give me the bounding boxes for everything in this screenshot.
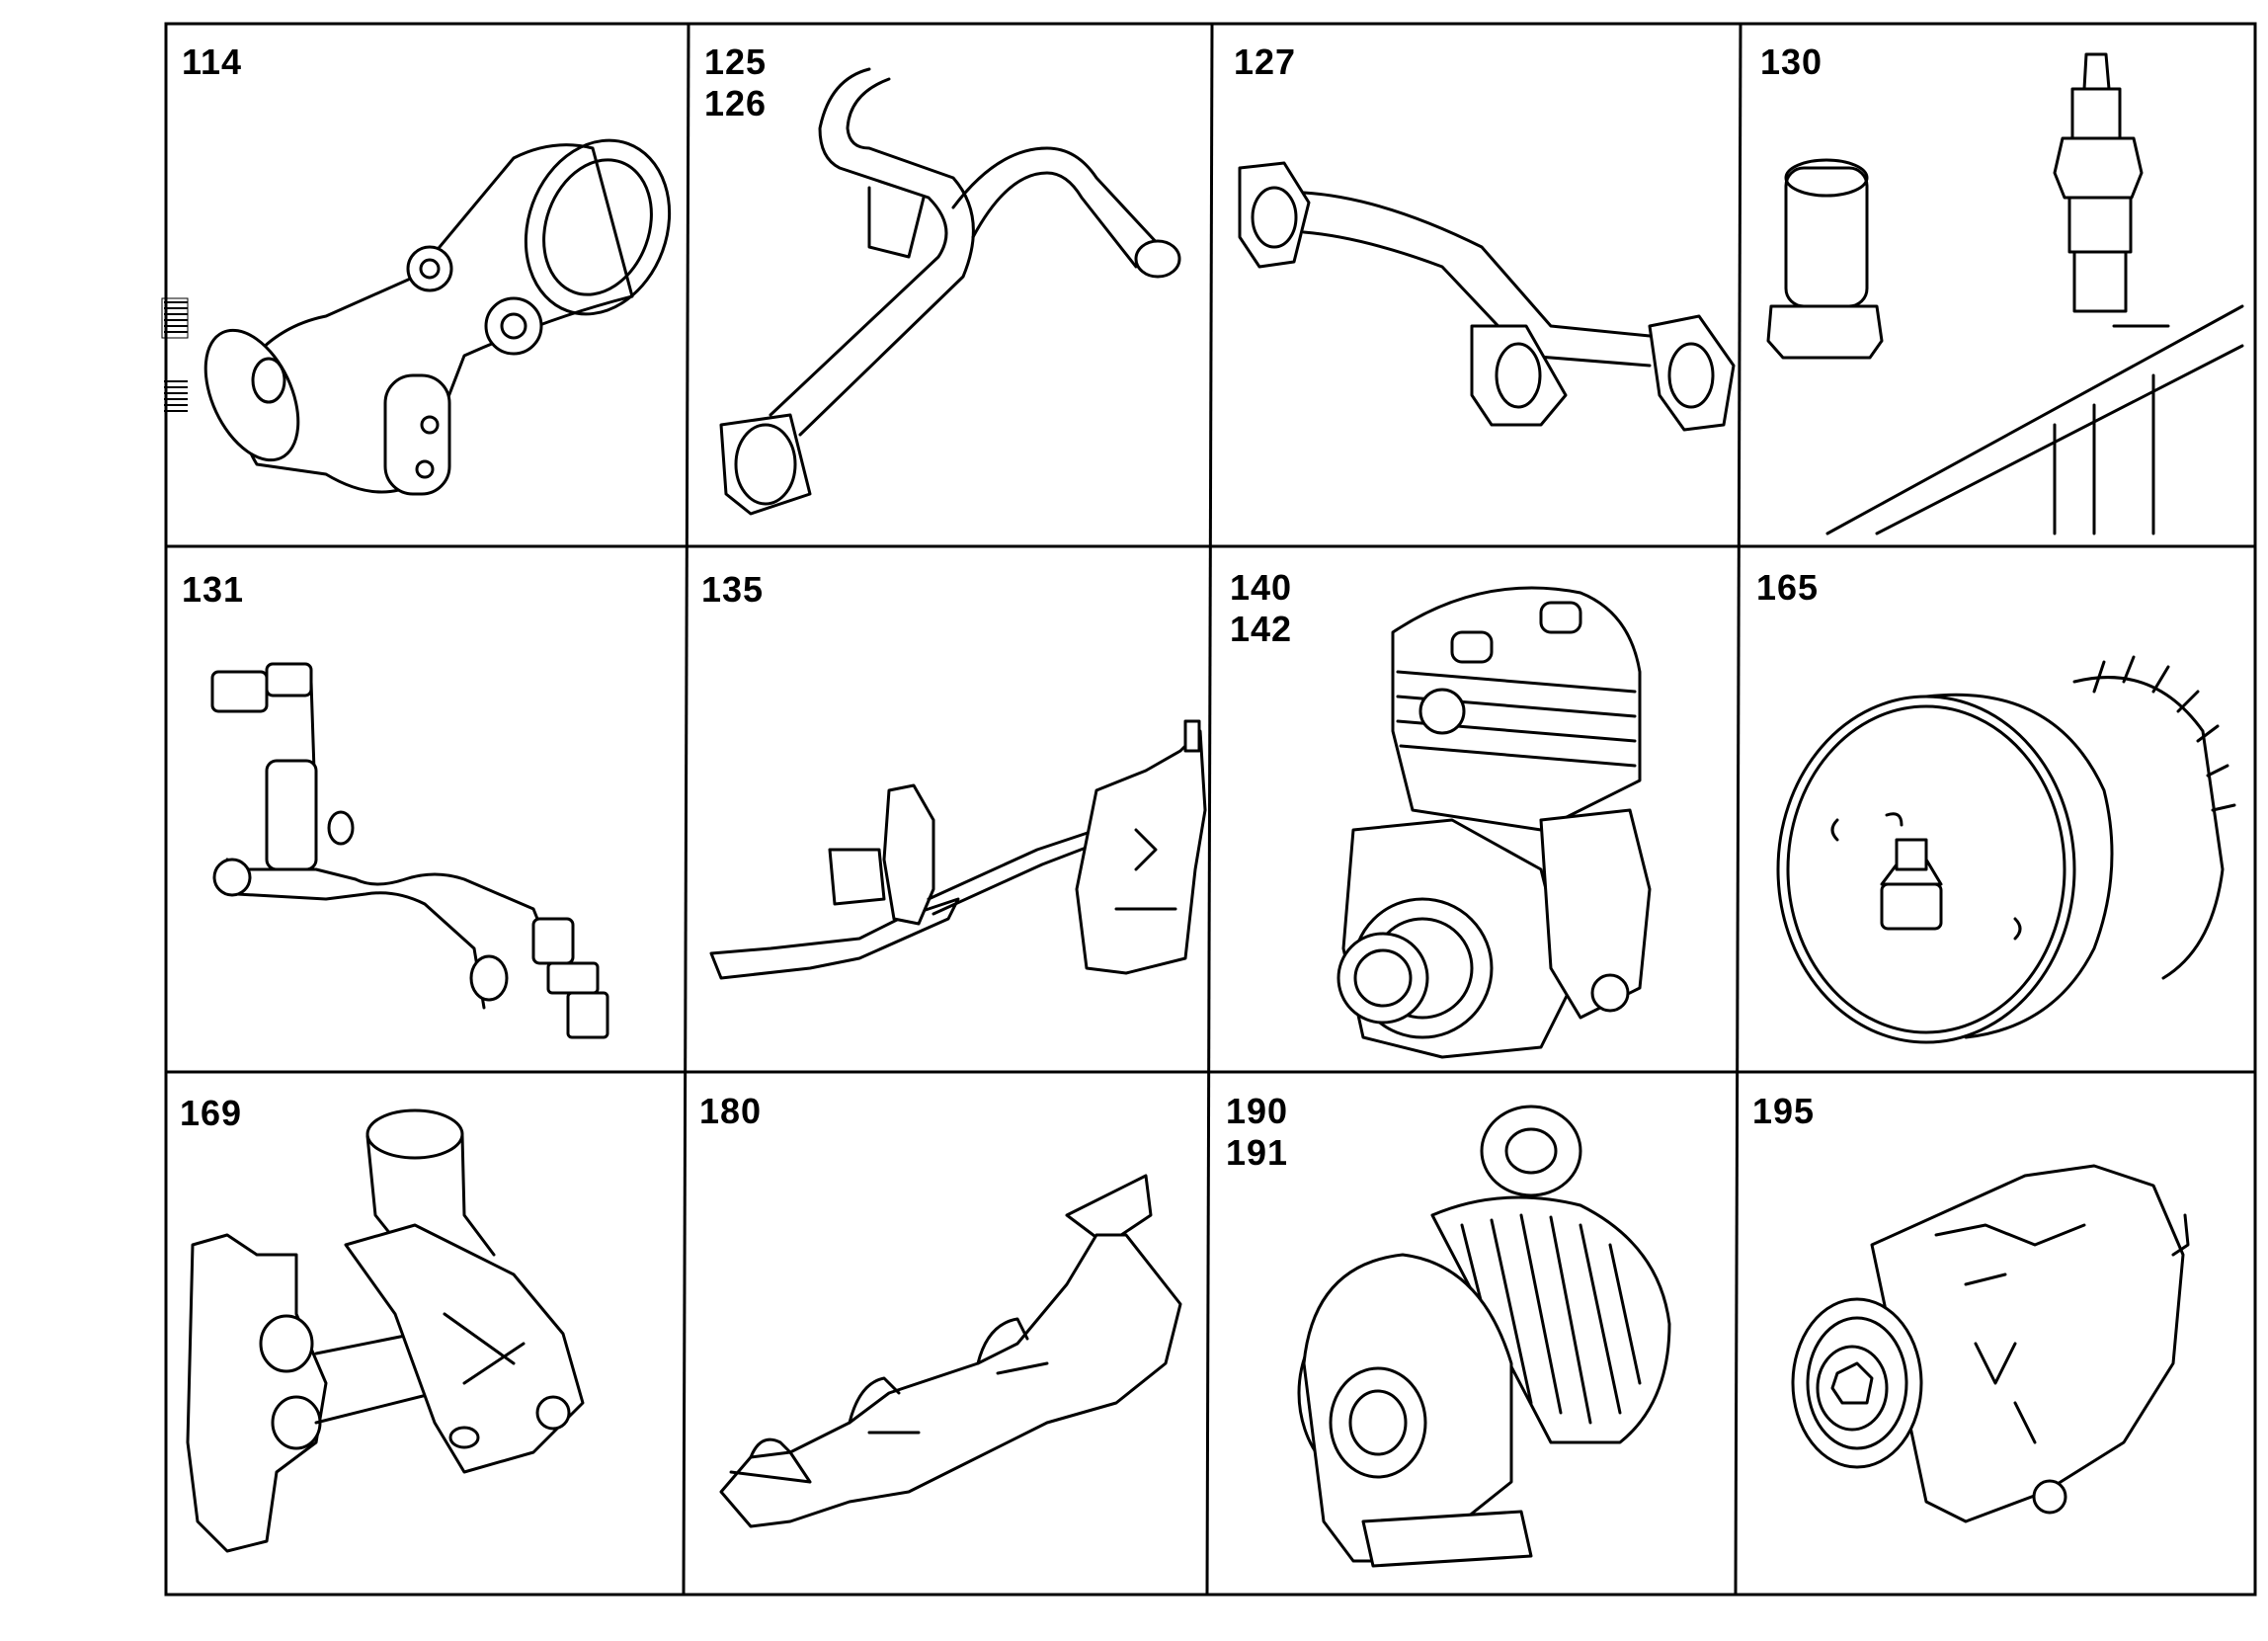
cell-6-labels: 135: [701, 569, 764, 611]
cell-3-labels: 127: [1234, 41, 1296, 83]
part-number: 195: [1752, 1091, 1816, 1131]
part-number: 190: [1226, 1091, 1289, 1131]
part-number: 125: [704, 41, 768, 82]
alternator-icon: [1791, 1164, 2190, 1523]
cell-9-labels: 169: [180, 1093, 242, 1134]
part-number: 126: [704, 83, 768, 123]
pulley-drive-icon: [1776, 655, 2236, 1044]
part-number: 191: [1226, 1132, 1289, 1173]
sensor-harness-icon: [210, 662, 609, 1039]
part-number: 180: [699, 1091, 763, 1131]
part-number: 114: [182, 41, 243, 82]
cell-12-labels: 195: [1752, 1091, 1815, 1132]
cell-1-labels: 114: [182, 41, 242, 83]
cell-7-labels: 140 142: [1230, 567, 1292, 650]
air-compressor-icon: [1336, 586, 1652, 1059]
bent-pipe-icon: [719, 67, 1181, 516]
cell-10-labels: 180: [699, 1091, 762, 1132]
part-number: 127: [1234, 41, 1297, 82]
part-number: 142: [1230, 609, 1293, 649]
part-number: 130: [1760, 41, 1823, 82]
pipe-elbow-housing-icon: [203, 138, 672, 496]
flanged-pipe-icon: [1238, 161, 1736, 432]
part-number: 135: [701, 569, 765, 610]
cell-11-labels: 190 191: [1226, 1091, 1288, 1174]
cell-2-labels: 125 126: [704, 41, 767, 124]
exhaust-manifold-icon: [719, 1174, 1182, 1528]
part-number: 140: [1230, 567, 1293, 608]
control-linkage-icon: [709, 719, 1207, 980]
part-number: 169: [180, 1093, 243, 1133]
cell-5-labels: 131: [182, 569, 244, 611]
cell-4-labels: 130: [1760, 41, 1822, 83]
part-number: 131: [182, 569, 245, 610]
cell-8-labels: 165: [1756, 567, 1819, 609]
temperature-sensor-icon: [1766, 52, 2244, 535]
scan-marks: [161, 297, 189, 412]
turbocharger-icon: [1297, 1105, 1671, 1568]
water-outlet-housing-icon: [186, 1108, 585, 1553]
part-number: 165: [1756, 567, 1820, 608]
